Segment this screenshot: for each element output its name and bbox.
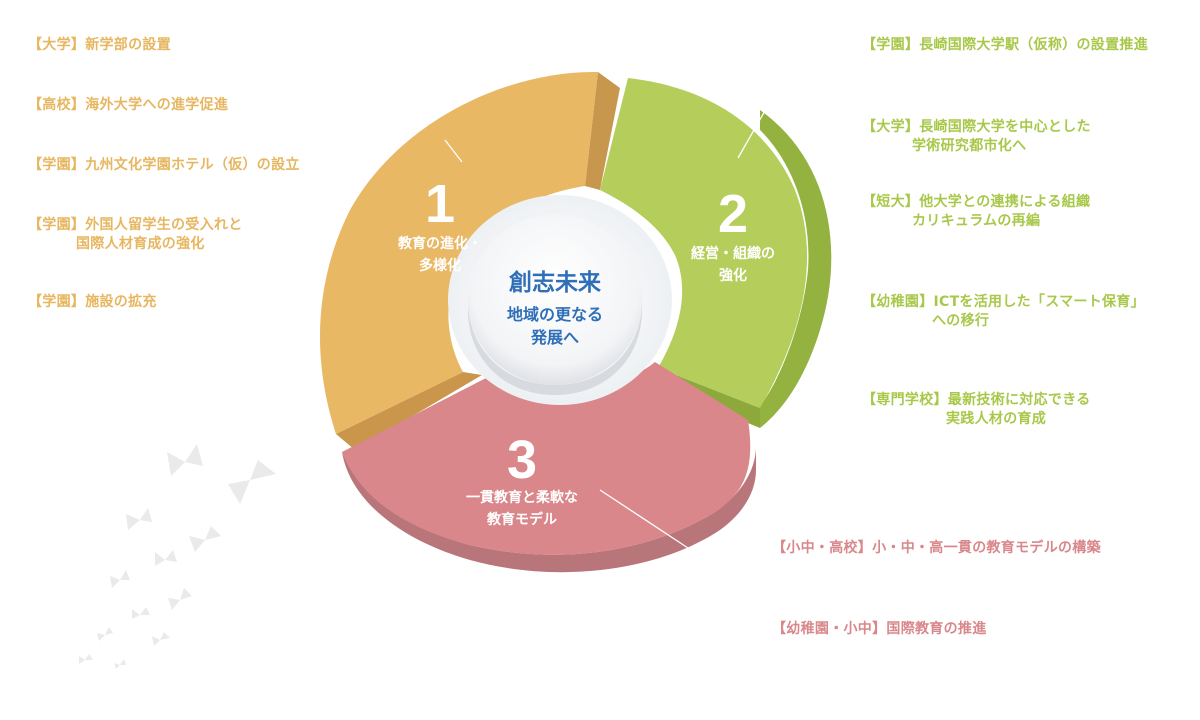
butterfly-decoration-icon: [79, 444, 276, 669]
theme2-item: 【幼稚園】ICTを活用した「スマート保育」への移行: [862, 294, 1145, 329]
segment-1-label: 教育の進化・: [398, 235, 482, 251]
segment-1-label: 多様化: [419, 257, 461, 273]
center-subtitle: 地域の更なる: [507, 305, 603, 324]
theme1-item: 【学園】九州文化学園ホテル（仮）の設立: [28, 157, 300, 173]
center-title: 創志未来: [509, 269, 602, 295]
connector-lines: [444, 101, 771, 549]
segment-1-number: 1: [425, 174, 455, 234]
theme3-item: 【幼稚園・小中】国際教育の推進: [772, 621, 987, 637]
segment-3-label: 一貫教育と柔軟な: [466, 489, 578, 505]
segment-1: [319, 71, 620, 450]
center-subtitle: 発展へ: [530, 328, 579, 347]
theme3-item: 【小中・高校】小・中・高一貫の教育モデルの構築: [772, 540, 1101, 556]
segment-3-number: 3: [507, 430, 537, 490]
segment-2-label: 経営・組織の: [691, 245, 775, 261]
segment-3: [342, 362, 756, 573]
theme1-item: 【大学】新学部の設置: [28, 37, 171, 53]
theme2-item: 【大学】長崎国際大学を中心とした学術研究都市化へ: [862, 119, 1091, 154]
theme2-item: 【短大】他大学との連携による組織カリキュラムの再編: [862, 194, 1091, 229]
theme1-item: 【学園】外国人留学生の受入れと国際人材育成の強化: [28, 217, 243, 252]
segment-3-label: 教育モデル: [487, 511, 557, 527]
theme2-item: 【専門学校】最新技術に対応できる実践人材の育成: [862, 392, 1091, 427]
segment-2-label: 強化: [719, 267, 747, 283]
center-hub: [468, 215, 642, 385]
theme1-item: 【学園】施設の拡充: [28, 294, 157, 310]
theme1-item: 【高校】海外大学への進学促進: [28, 97, 229, 113]
theme2-item: 【学園】長崎国際大学駅（仮称）の設置推進: [862, 37, 1148, 53]
segment-2-number: 2: [718, 184, 748, 244]
